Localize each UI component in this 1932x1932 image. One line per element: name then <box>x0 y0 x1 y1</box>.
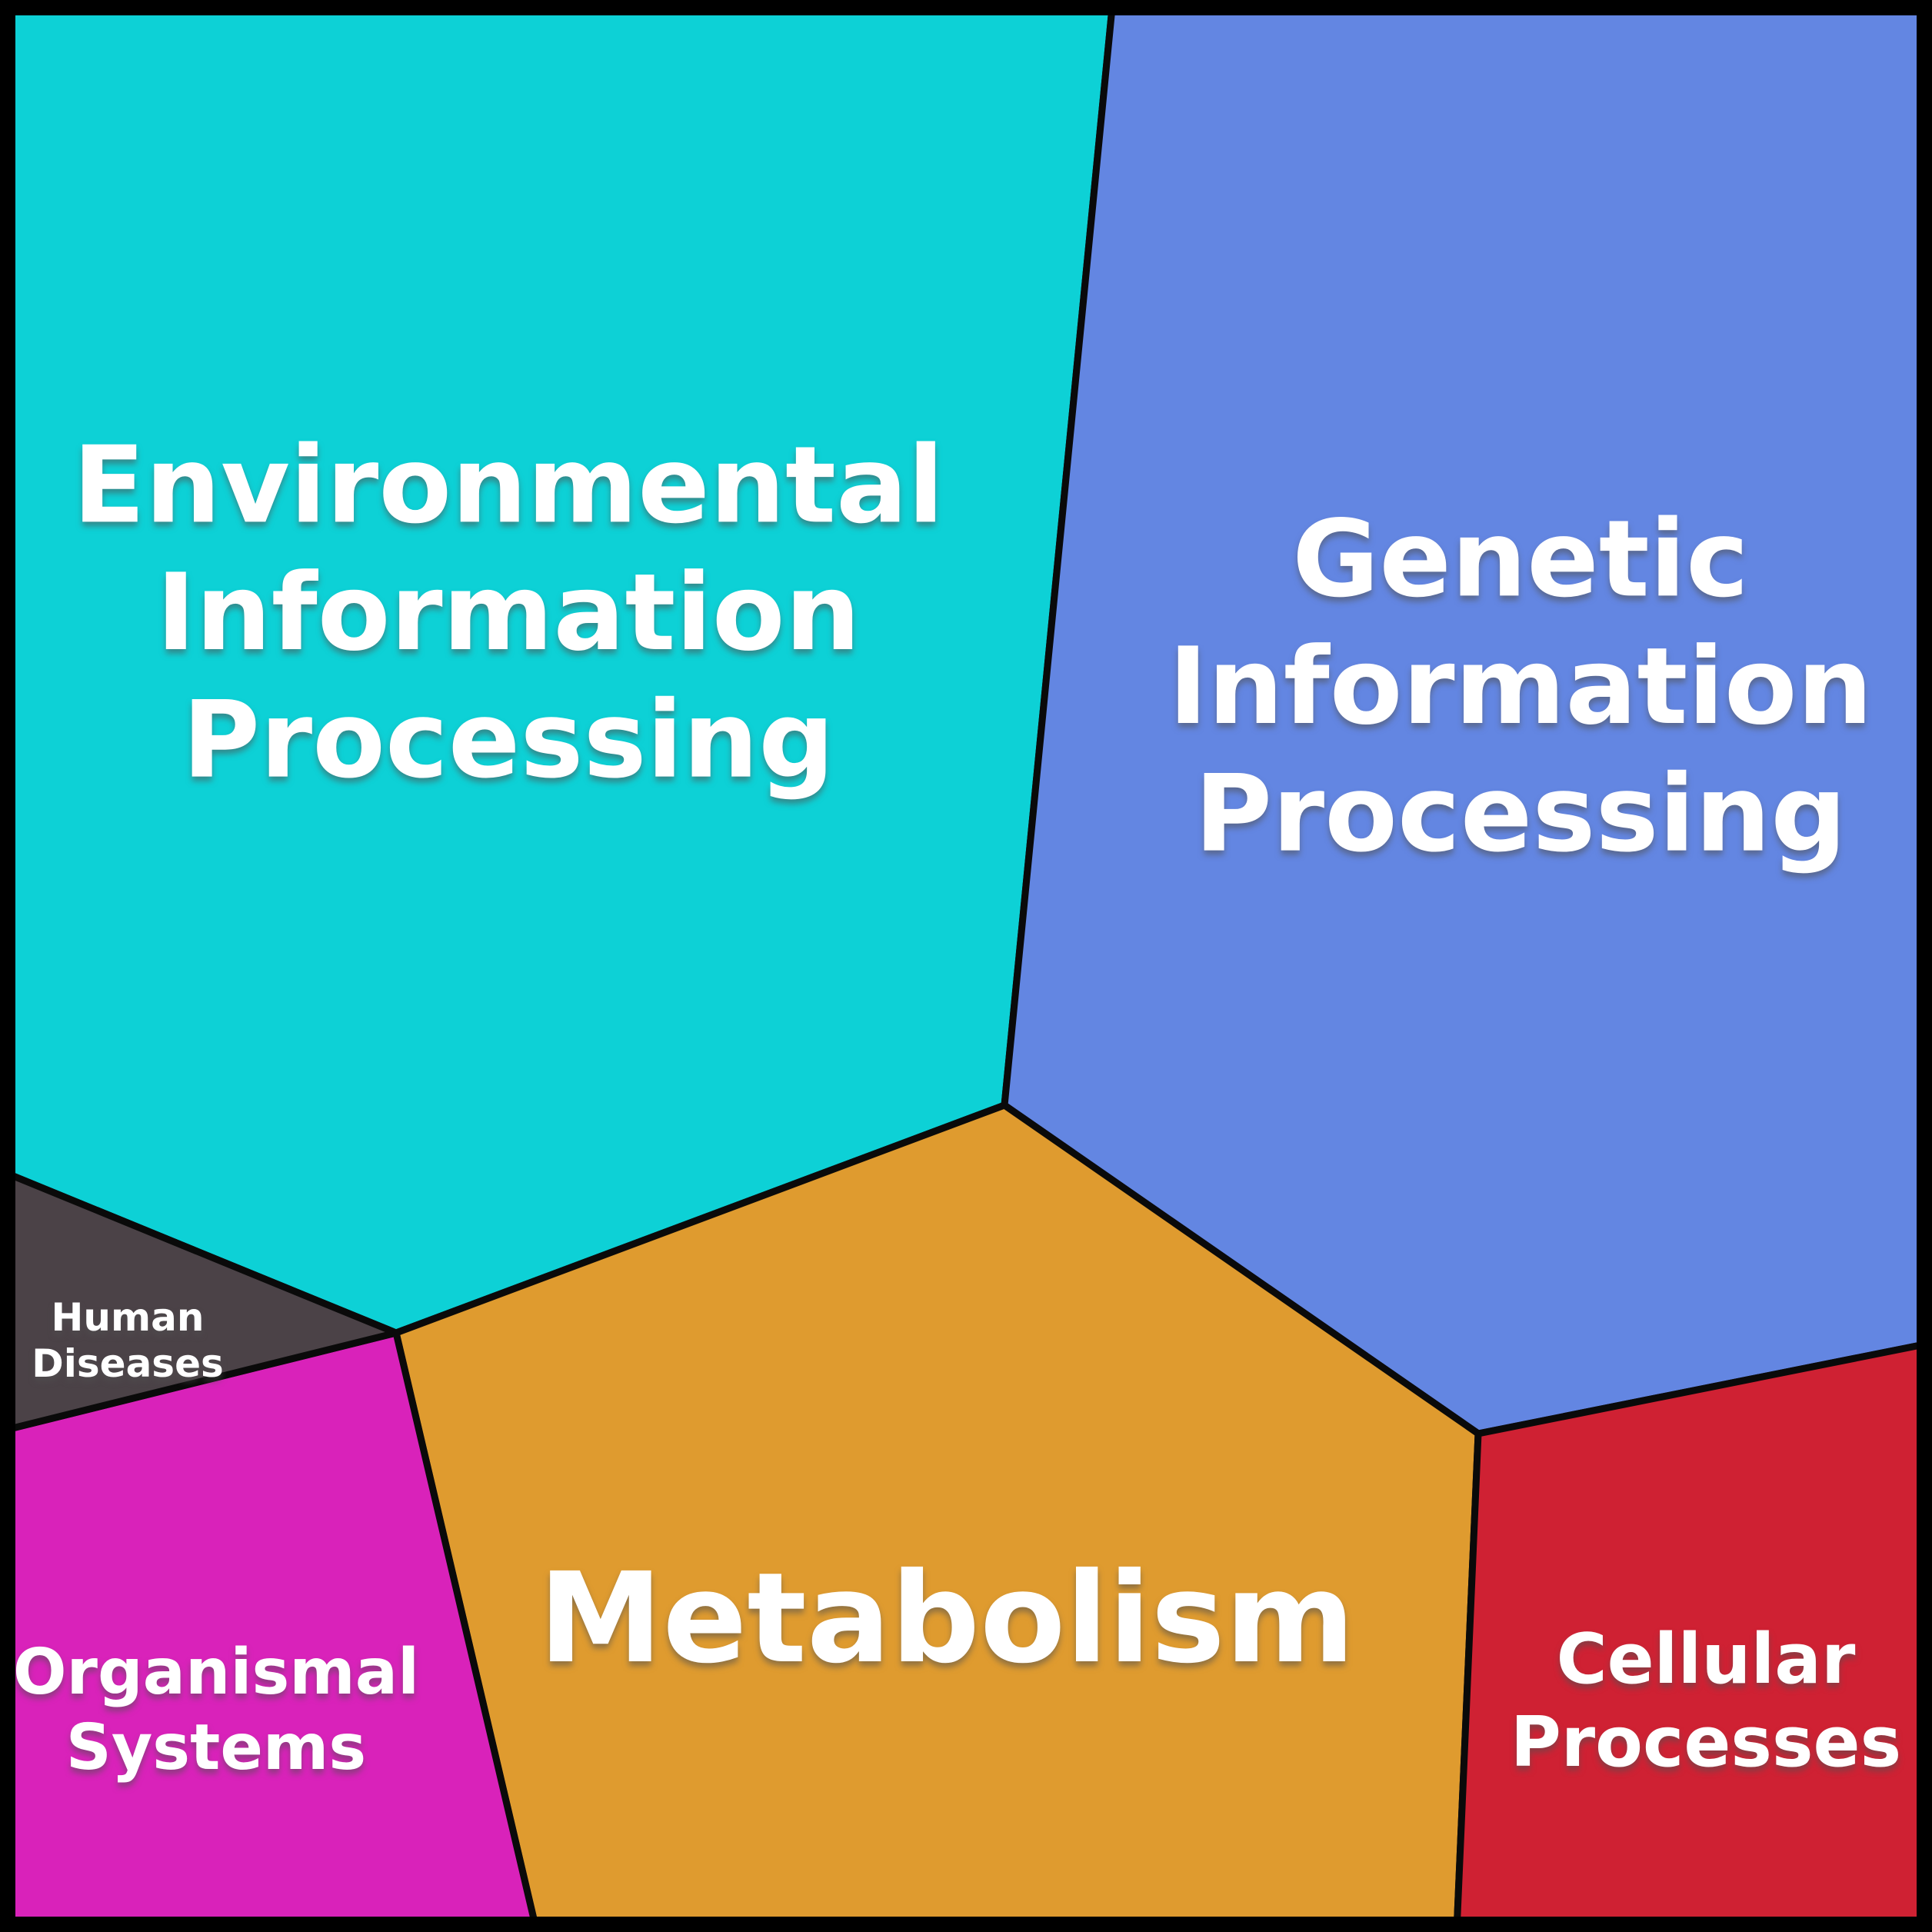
region-metabolism <box>392 1101 1482 1932</box>
region-human-diseases <box>0 1167 400 1435</box>
region-label-metabolism: Metabolism <box>538 1547 1354 1691</box>
region-cellular-processes <box>1453 1339 1932 1932</box>
